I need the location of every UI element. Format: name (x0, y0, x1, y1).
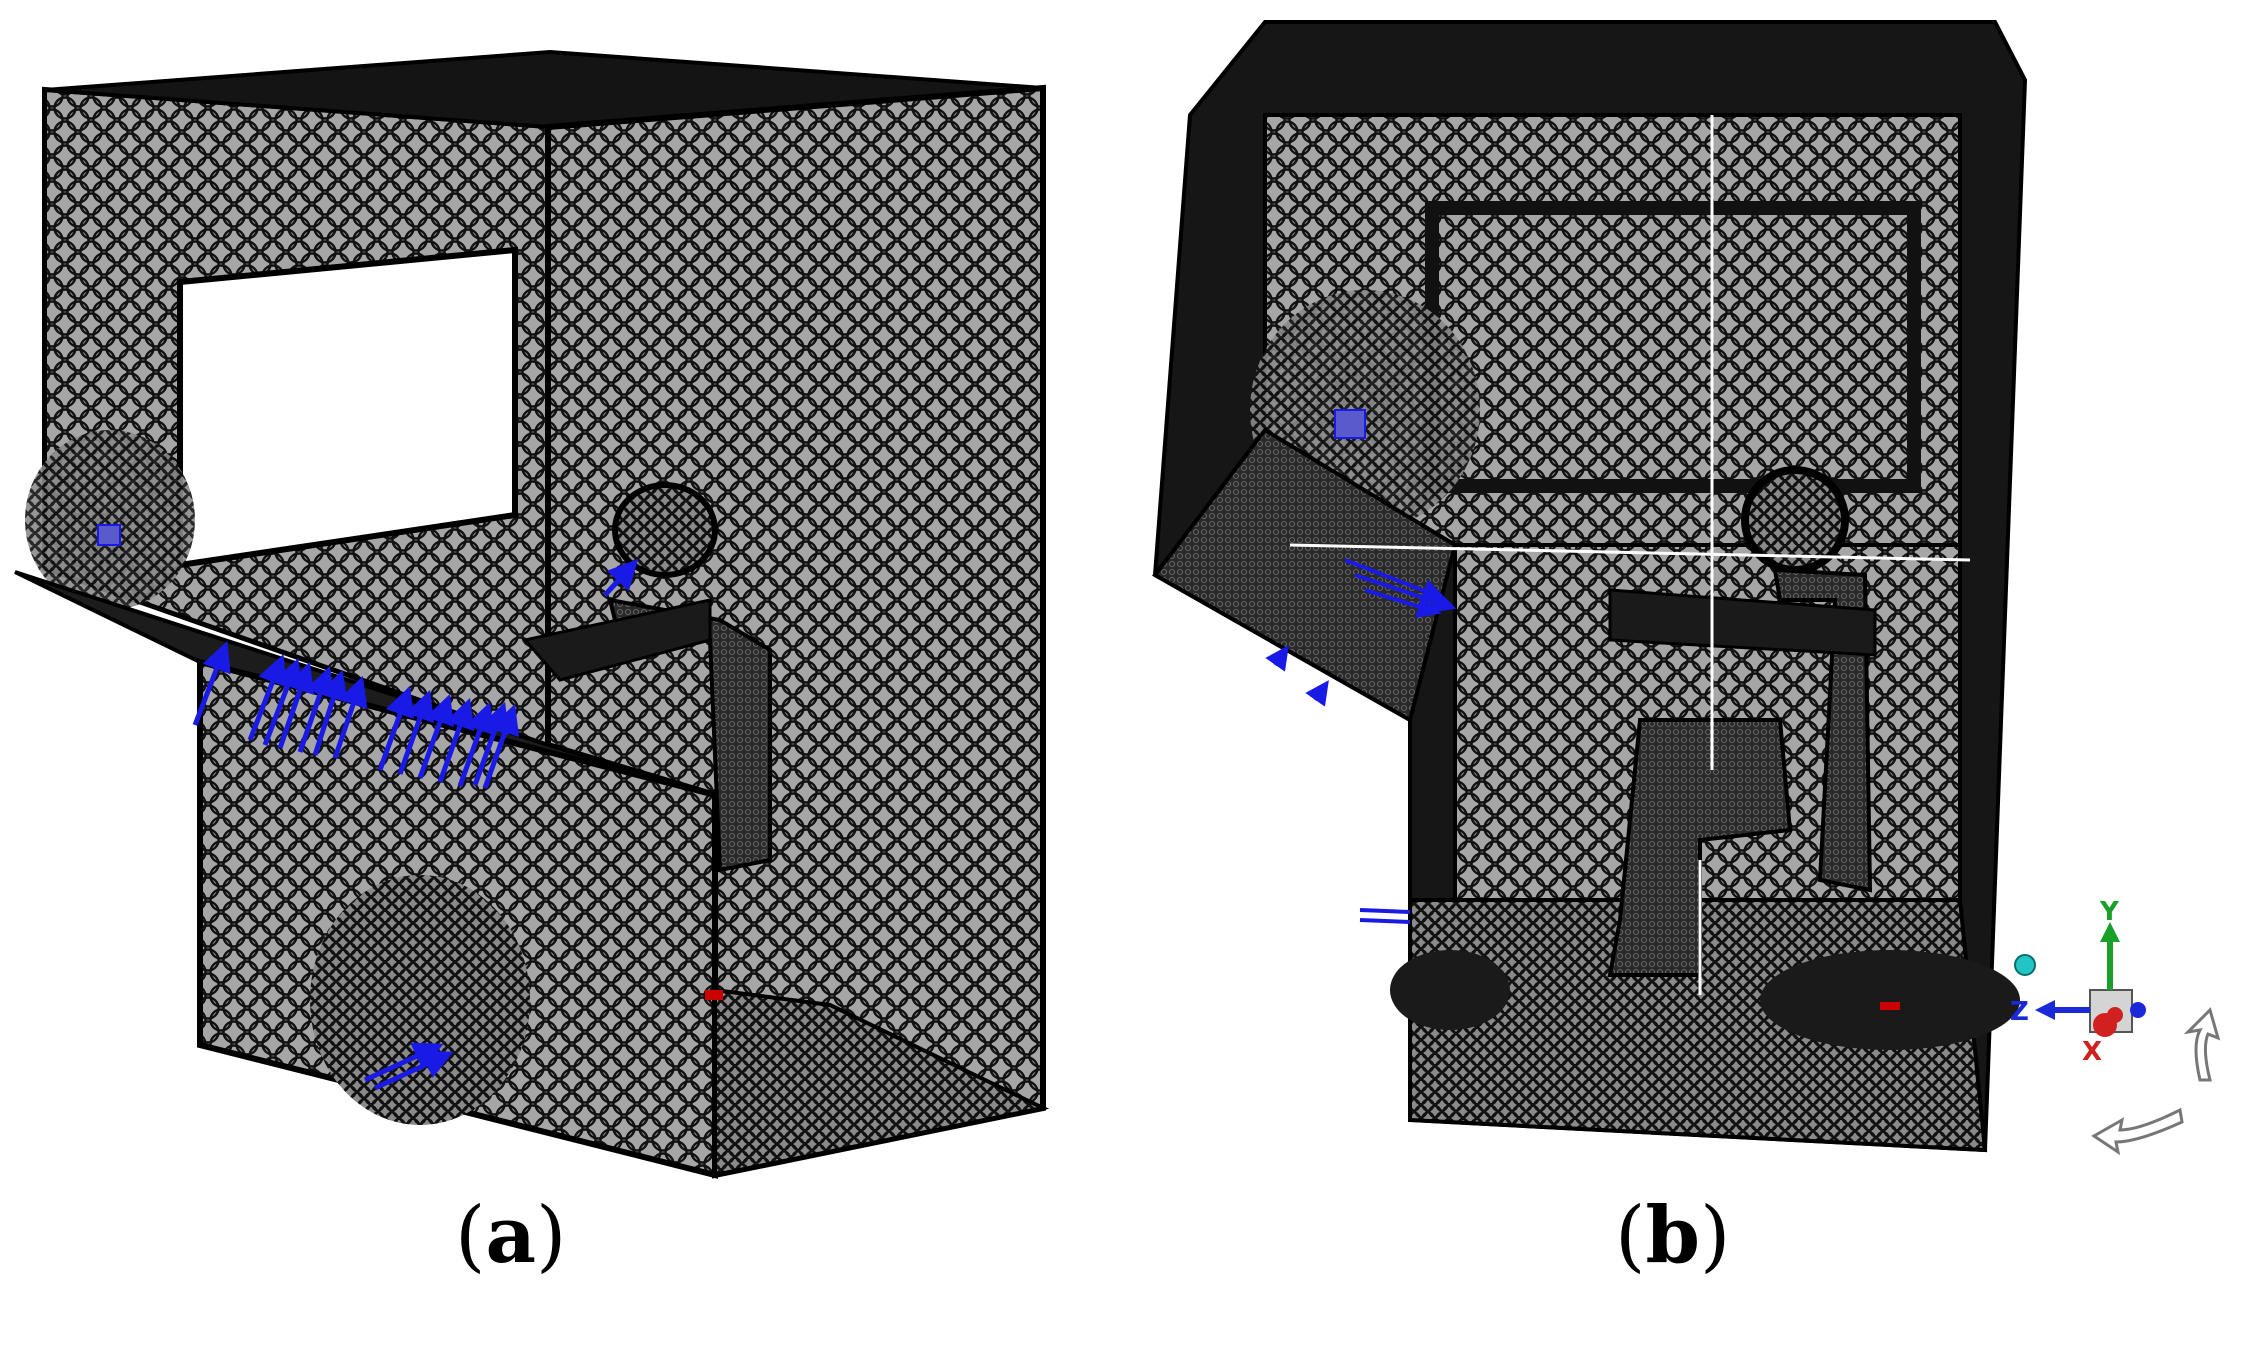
panel-a-inlet-marker (97, 524, 121, 546)
panel-a-fine-mesh-floor (310, 875, 530, 1125)
triad-sphere-icon (2014, 954, 2036, 976)
rotate-arrow-icon[interactable] (2183, 1007, 2221, 1082)
panel-b-section-lines (1289, 115, 1971, 995)
panel-b-model (1152, 20, 2028, 1153)
panel-b-console (1152, 427, 1458, 724)
panel-b-wall-arrows (1359, 908, 1411, 924)
panel-a-floor (713, 987, 1050, 1178)
panel-b-occupant (1607, 466, 1877, 977)
panel-b-floor-dark-left (1390, 950, 1510, 1030)
panel-a-airflow-arrows (192, 558, 639, 1091)
panel-a-model (14, 49, 1050, 1179)
panel-a-occupant (522, 482, 772, 873)
panel-a-fine-mesh-left (25, 430, 195, 610)
panel-a-window (177, 246, 518, 569)
rotate-arrow-icon[interactable] (2091, 1107, 2184, 1156)
panel-a-outlet-marker (705, 990, 723, 1000)
triad-label-y: Y (2099, 897, 2120, 927)
panel-a-caption: (a) (455, 1190, 567, 1281)
axis-triad-icon[interactable]: Y Z X (2010, 897, 2146, 1067)
panel-b-caption: (b) (1615, 1190, 1731, 1281)
panel-b-airflow-arrows (1265, 558, 1457, 707)
triad-label-x: X (2082, 1037, 2102, 1067)
panel-b-outlet-marker (1880, 1002, 1900, 1010)
panel-b-inlet-marker (1334, 409, 1366, 439)
triad-label-z: Z (2010, 997, 2029, 1027)
panel-b-floor-dark-right (1760, 950, 2020, 1050)
